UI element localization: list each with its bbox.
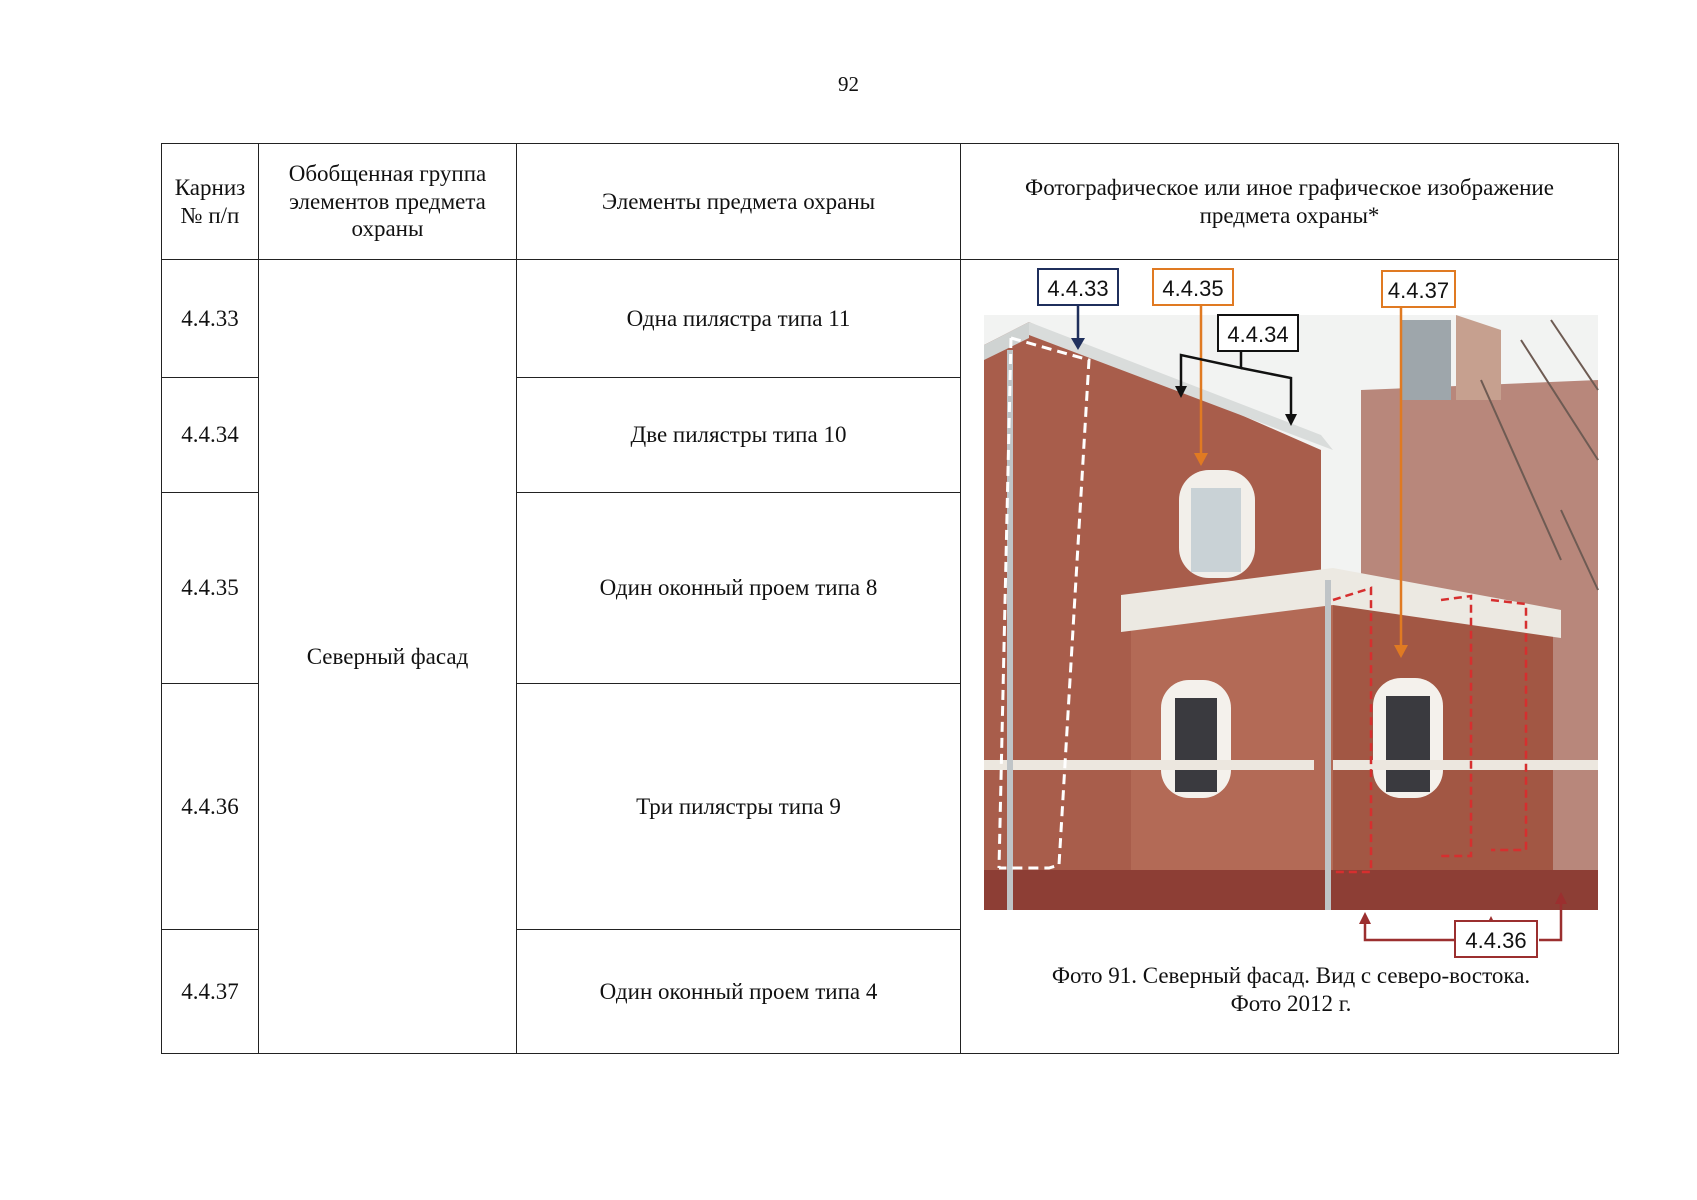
row-element: Один оконный проем типа 4 <box>516 929 961 1054</box>
header-image: Фотографическое или иное графическое изо… <box>960 143 1619 260</box>
table-row: 4.4.36 Три пилястры типа 9 <box>161 683 1619 930</box>
row-id: 4.4.33 <box>161 259 259 378</box>
header-number: Карниз № п/п <box>161 143 259 260</box>
photo-caption: Фото 91. Северный фасад. Вид с северо-во… <box>961 962 1621 1018</box>
row-element: Три пилястры типа 9 <box>516 683 961 930</box>
facade-photo-figure: 4.4.33 4.4.35 4.4.34 4.4.37 4.4.36 Фото … <box>961 260 1621 1050</box>
facade-photo <box>984 305 1599 942</box>
caption-line-2: Фото 2012 г. <box>1230 991 1352 1017</box>
photo-cell: 4.4.33 4.4.35 4.4.34 4.4.37 4.4.36 Фото … <box>960 259 1621 1054</box>
table-row: 4.4.35 Один оконный проем типа 8 <box>161 492 1619 684</box>
callout-4-4-35: 4.4.35 <box>1152 268 1234 306</box>
row-id: 4.4.35 <box>161 492 259 684</box>
row-id: 4.4.37 <box>161 929 259 1054</box>
row-element: Один оконный проем типа 8 <box>516 492 961 684</box>
heritage-elements-table: Карниз № п/п Обобщенная группа элементов… <box>161 143 1619 1054</box>
header-group: Обобщенная группа элементов предмета охр… <box>258 143 517 260</box>
row-id: 4.4.34 <box>161 377 259 493</box>
group-cell: Северный фасад <box>258 259 517 1054</box>
table-row: 4.4.34 Две пилястры типа 10 <box>161 377 1619 493</box>
row-element: Одна пилястра типа 11 <box>516 259 961 378</box>
header-elements: Элементы предмета охраны <box>516 143 961 260</box>
callout-4-4-36: 4.4.36 <box>1454 920 1538 958</box>
row-id: 4.4.36 <box>161 683 259 930</box>
table-row: 4.4.33 Северный фасад Одна пилястра типа… <box>161 259 1619 1054</box>
table-header-row: Карниз № п/п Обобщенная группа элементов… <box>161 143 1619 260</box>
callout-4-4-34: 4.4.34 <box>1217 314 1299 352</box>
callout-4-4-37: 4.4.37 <box>1381 270 1456 308</box>
callout-4-4-33: 4.4.33 <box>1037 268 1119 306</box>
caption-line-1: Фото 91. Северный фасад. Вид с северо-во… <box>1051 963 1531 988</box>
page-number: 92 <box>838 72 859 96</box>
row-element: Две пилястры типа 10 <box>516 377 961 493</box>
table-row: 4.4.37 Один оконный проем типа 4 <box>161 929 1619 1054</box>
